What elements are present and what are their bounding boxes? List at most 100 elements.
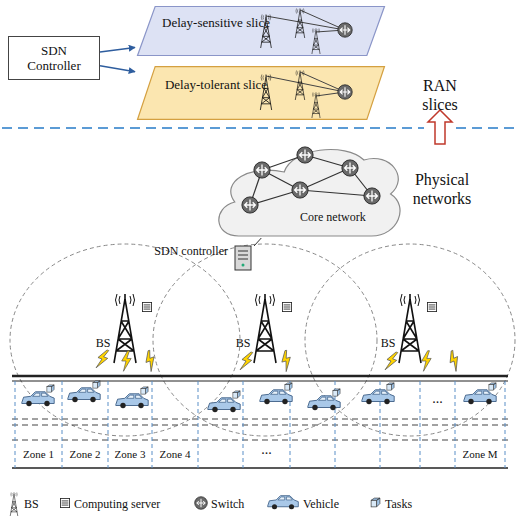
slice-switch: [338, 23, 352, 37]
separator-line: [456, 127, 514, 129]
connector: [100, 66, 135, 72]
core-link: [262, 155, 305, 170]
ellipsis: ...: [420, 392, 455, 406]
zone-divider: [108, 381, 109, 468]
slice-band-outline: [135, 6, 387, 56]
task: [333, 389, 340, 396]
controller-node: SDN controller: [232, 244, 254, 272]
legend-bs-symbol: [10, 492, 18, 516]
bs-label: BS: [378, 336, 398, 350]
zone-divider: [420, 381, 421, 468]
legend-text: BS: [24, 497, 39, 511]
vehicle: [362, 390, 394, 404]
computing-server: [427, 302, 436, 311]
slice-link: [300, 10, 345, 30]
core-switch: [364, 188, 380, 204]
core-links: [250, 155, 372, 205]
task: [47, 385, 54, 392]
coverage-circle: [305, 244, 515, 436]
computing-server: [282, 302, 291, 311]
vehicle: [208, 398, 240, 412]
slice-link: [266, 16, 345, 30]
slice-shape: [138, 67, 385, 120]
coverage-circle: [153, 244, 377, 436]
wireless-link: [446, 350, 463, 373]
wireless-link: [422, 351, 431, 372]
slice-bs: [295, 70, 304, 100]
wireless-link: [279, 350, 293, 372]
controller-server: [235, 246, 251, 270]
core-link: [250, 170, 262, 205]
core-switch: [292, 182, 308, 198]
node-text: SDN controller: [154, 244, 228, 258]
slice-switch: [338, 85, 352, 99]
core-link: [300, 168, 350, 190]
slice-link: [266, 76, 345, 92]
computing-server: [142, 302, 151, 311]
core-link: [305, 155, 350, 168]
legend-text: Computing server: [74, 497, 160, 511]
legend-text: Tasks: [385, 497, 412, 511]
vehicle: [464, 390, 496, 404]
task: [93, 381, 100, 388]
zone-label: Zone 2: [62, 447, 108, 461]
road-edge: [12, 375, 508, 378]
legend-text: Vehicle: [303, 497, 339, 511]
node-text: Delay-tolerant slice: [161, 77, 271, 93]
cloud-shape: [219, 150, 400, 236]
core-link: [350, 168, 372, 196]
node-text: Core network: [300, 210, 366, 224]
node-text: Delay-sensitive slice: [161, 15, 271, 31]
vehicle: [68, 388, 100, 402]
layer-title: RAN slices: [408, 76, 472, 114]
legend-task-symbol: [371, 498, 380, 507]
legend-switch-symbol: [195, 497, 208, 510]
slice-link: [316, 92, 345, 96]
bs-tower: [399, 294, 421, 363]
slice-band-outline: [135, 66, 387, 120]
core-cloud: Core network: [212, 138, 402, 238]
bs-label: BS: [93, 336, 113, 350]
vehicle: [260, 390, 292, 404]
layer-title: Physical networks: [396, 170, 488, 208]
slice-bs: [295, 8, 304, 38]
slice-band: Delay-sensitive slice: [135, 6, 387, 56]
separator-line: [2, 127, 424, 129]
node-text: SDN Controller: [18, 43, 90, 73]
zone-divider: [198, 381, 199, 468]
slice-bs: [312, 92, 320, 118]
controller-box: SDN Controller: [8, 36, 100, 80]
zone-divider: [290, 381, 291, 468]
core-link: [300, 190, 372, 196]
slice-bs: [312, 28, 320, 54]
slice-link: [300, 72, 345, 92]
lane-line: [12, 440, 508, 441]
zone-divider: [455, 381, 456, 468]
lane-line: [12, 425, 508, 426]
slice-link: [316, 30, 345, 32]
connector: [254, 238, 261, 246]
task: [233, 391, 240, 398]
zone-label: Zone 1: [15, 447, 62, 461]
up-arrow: [428, 110, 452, 144]
zone-divider: [62, 381, 63, 468]
bs-tower: [254, 294, 276, 363]
slice-bs: [261, 14, 272, 48]
zone-divider: [505, 381, 506, 468]
bs-label: BS: [233, 336, 253, 350]
task: [489, 383, 496, 390]
task: [285, 383, 292, 390]
zone-label: Zone 4: [152, 447, 198, 461]
wireless-link: [142, 350, 158, 373]
slice-band: Delay-tolerant slice: [135, 66, 387, 120]
legend-server-symbol: [60, 498, 69, 507]
wireless-link: [238, 350, 254, 373]
zone-label: Zone M: [455, 447, 505, 461]
task: [141, 387, 148, 394]
connector: [100, 47, 135, 52]
core-switch: [342, 160, 358, 176]
wireless-link: [383, 350, 399, 373]
zone-divider: [152, 381, 153, 468]
